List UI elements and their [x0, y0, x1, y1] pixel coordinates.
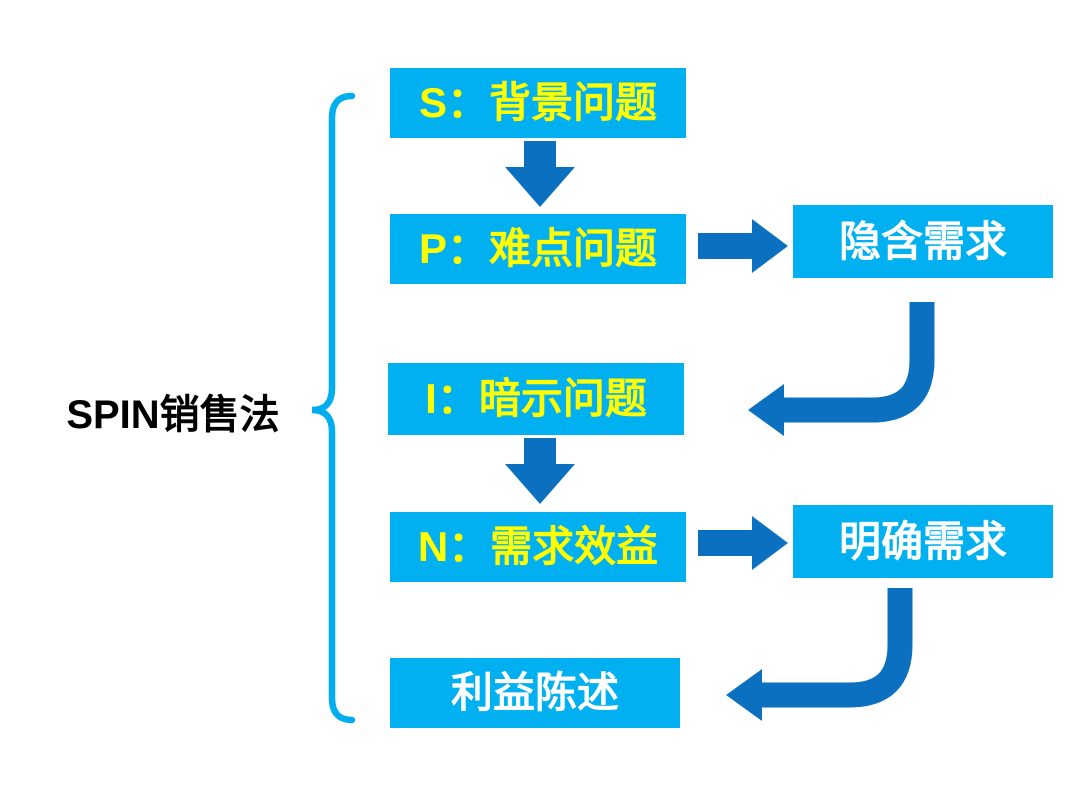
node-need-payoff: N：需求效益	[390, 512, 686, 582]
node-benefit-statement: 利益陈述	[390, 658, 680, 728]
node-implication: I：暗示问题	[388, 363, 684, 435]
curved-arrow-shaft	[762, 588, 913, 708]
node-benefit-statement-label: 利益陈述	[450, 669, 619, 716]
node-implied-need-label: 隐含需求	[838, 217, 1007, 265]
curved-arrow-shaft	[784, 302, 935, 423]
down-arrow-icon	[505, 438, 575, 504]
curved-arrow-head	[748, 384, 784, 436]
node-need-payoff-label: N：需求效益	[417, 523, 659, 570]
curved-arrow-icon	[748, 302, 935, 436]
node-implication-label: I：暗示问题	[425, 375, 647, 422]
curved-arrow-head	[726, 669, 762, 721]
node-explicit-need-label: 明确需求	[838, 517, 1007, 565]
right-arrow-icon	[698, 516, 788, 570]
node-implied-need: 隐含需求	[793, 205, 1053, 278]
curved-arrow-icon	[726, 588, 913, 721]
node-situation-label: S：背景问题	[418, 79, 657, 126]
node-problem: P：难点问题	[390, 214, 686, 284]
down-arrow-icon	[505, 141, 575, 207]
node-explicit-need: 明确需求	[793, 505, 1053, 578]
node-situation: S：背景问题	[390, 68, 686, 138]
right-arrow-icon	[698, 219, 788, 273]
curly-brace-icon	[311, 92, 356, 724]
diagram-title: SPIN销售法	[66, 393, 280, 437]
node-problem-label: P：难点问题	[418, 225, 657, 272]
